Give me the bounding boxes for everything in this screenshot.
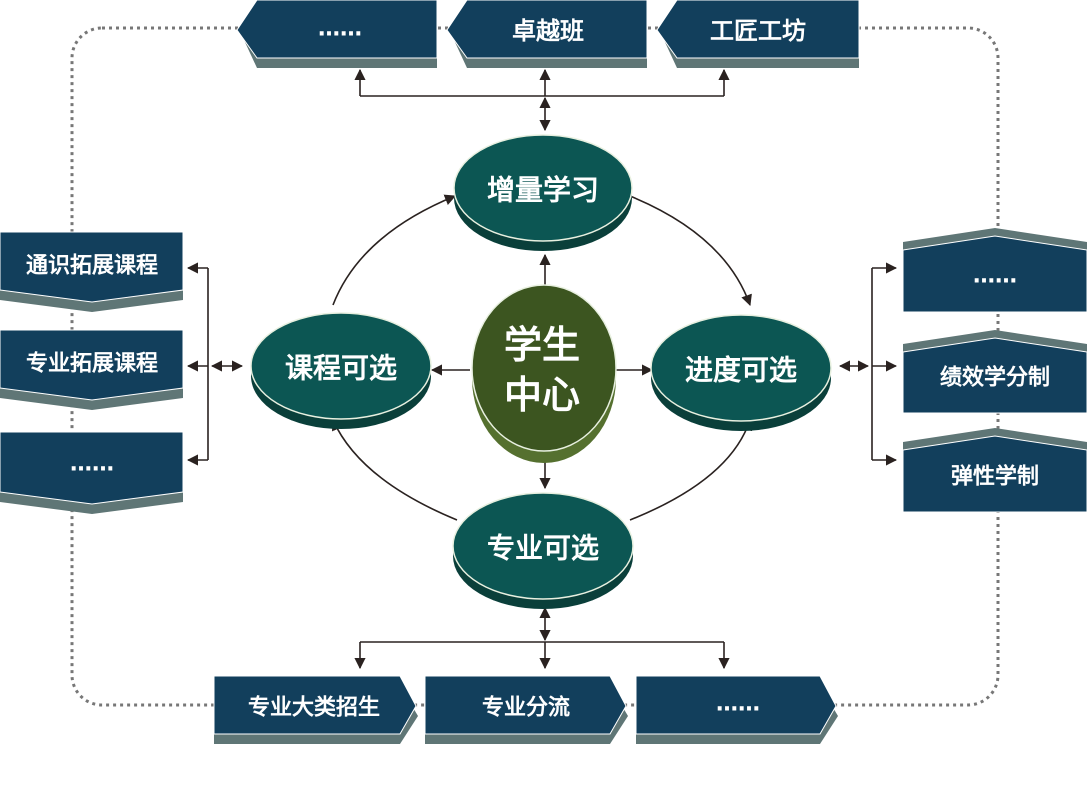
node-top: 增量学习 (453, 134, 633, 251)
left-box-label: 专业拓展课程 (26, 351, 158, 377)
right-box-1: …… (902, 228, 1087, 313)
right-box-2: 绩效学分制 (902, 330, 1087, 414)
left-box-label: 通识拓展课程 (26, 254, 158, 279)
top-box-label: …… (318, 17, 362, 42)
bottom-box-label: 专业大类招生 (248, 695, 380, 721)
left-box-1: 通识拓展课程 (0, 231, 184, 312)
node-left: 课程可选 (250, 312, 432, 429)
center-node: 学生 中心 (471, 284, 617, 463)
top-box-2: 卓越班 (446, 0, 648, 68)
right-box-label: 绩效学分制 (940, 365, 1050, 391)
right-box-3: 弹性学制 (902, 428, 1087, 513)
node-bottom: 专业可选 (452, 492, 634, 609)
bottom-boxes: 专业大类招生 专业分流 …… (213, 675, 838, 744)
top-box-1: …… (236, 0, 438, 68)
left-box-3: …… (0, 431, 184, 514)
node-label: 进度可选 (685, 354, 797, 387)
bottom-box-label: …… (716, 692, 760, 717)
bottom-box-label: 专业分流 (482, 695, 570, 721)
right-boxes: …… 绩效学分制 弹性学制 (902, 228, 1087, 513)
node-right: 进度可选 (650, 314, 832, 431)
right-box-label: …… (973, 264, 1017, 289)
node-label: 专业可选 (487, 532, 599, 565)
connectors (186, 68, 898, 670)
top-boxes: …… 卓越班 工匠工坊 (236, 0, 860, 68)
bottom-box-3: …… (635, 675, 838, 744)
node-label: 课程可选 (285, 352, 397, 385)
right-box-label: 弹性学制 (951, 464, 1039, 490)
top-box-label: 卓越班 (512, 17, 584, 45)
cycle-arcs (332, 194, 753, 521)
center-label-line1: 学生 (504, 323, 580, 367)
left-box-label: …… (70, 452, 114, 477)
center-label-line2: 中心 (504, 373, 580, 417)
left-box-2: 专业拓展课程 (0, 329, 184, 410)
top-box-label: 工匠工坊 (710, 17, 806, 45)
bottom-box-2: 专业分流 (424, 675, 628, 744)
top-box-3: 工匠工坊 (656, 0, 860, 68)
node-label: 增量学习 (487, 174, 599, 207)
left-boxes: 通识拓展课程 专业拓展课程 …… (0, 231, 184, 514)
bottom-box-1: 专业大类招生 (213, 675, 418, 744)
